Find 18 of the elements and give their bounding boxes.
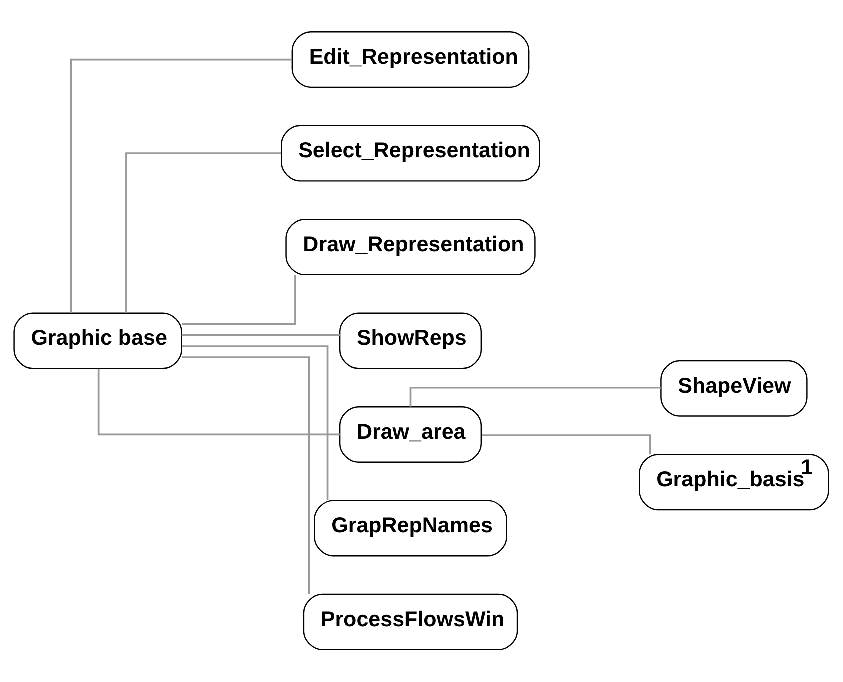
node-box: ShapeView (660, 360, 808, 417)
node-box: Edit_Representation (292, 32, 530, 88)
node-box: GrapRepNames (314, 500, 508, 557)
node-box: ShowReps (339, 312, 482, 370)
node-box: Graphic base (14, 312, 182, 370)
connector (70, 58, 292, 313)
node-box: ProcessFlowsWin (303, 594, 518, 650)
connector (182, 356, 310, 594)
node-box: Draw_area (339, 406, 482, 463)
node-box: Draw_Representation (286, 219, 536, 276)
connector (482, 434, 652, 455)
connector (126, 152, 282, 314)
connector (182, 346, 329, 500)
connector (182, 275, 296, 326)
connector (182, 334, 340, 336)
node-box: Select_Representation (281, 125, 540, 182)
connector (98, 369, 340, 436)
connector (410, 386, 662, 407)
